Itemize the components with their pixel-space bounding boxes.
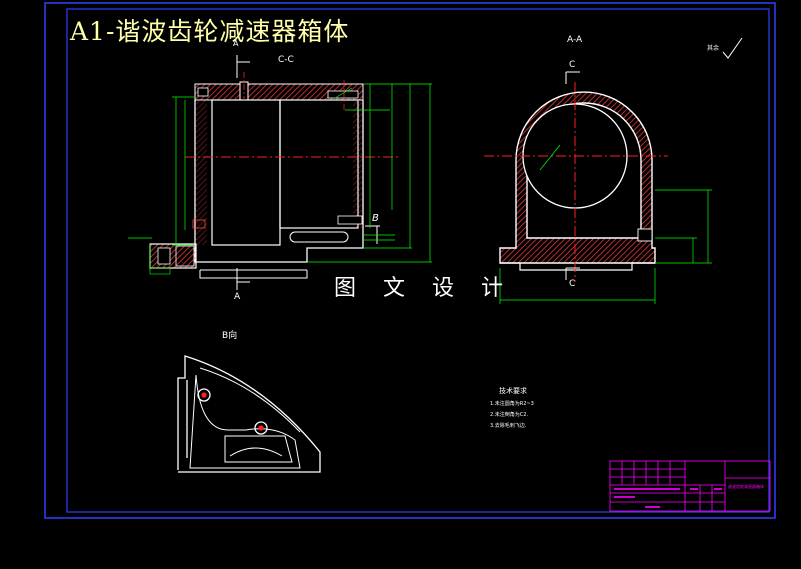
view-b-hole-2	[254, 421, 268, 435]
section-view-aa	[484, 37, 743, 282]
roughness-note: 其余	[707, 45, 720, 52]
title-block	[609, 460, 771, 512]
cut-mark-a-top: A	[233, 39, 239, 48]
title-block-part-name: 谐波齿轮减速器箱体	[728, 484, 764, 489]
left-flange-hatch	[149, 243, 197, 269]
tech-requirement-1: 1.未注圆角为R2~3	[490, 401, 534, 407]
dimensions-aa	[499, 144, 712, 304]
tech-requirement-3: 3.去除毛刺飞边.	[490, 423, 527, 429]
cut-mark-a-bottom: A	[234, 292, 241, 302]
view-b-hole-1	[197, 388, 211, 402]
section-view-cc	[149, 55, 400, 290]
outer-frame	[44, 2, 776, 519]
section-label-aa: A-A	[567, 35, 583, 45]
dimensions-cc	[128, 83, 432, 270]
tech-requirement-2: 2.未注倒角为C2.	[490, 412, 529, 418]
tech-requirements-heading: 技术要求	[499, 387, 527, 395]
drawing-title: A1-谐波齿轮减速器箱体	[70, 17, 350, 46]
cut-mark-c-top: C	[569, 60, 576, 70]
drawing-frame	[44, 2, 776, 519]
view-b-outline	[177, 355, 321, 473]
title-block-fill-text	[614, 488, 722, 508]
watermark: 图 文 设 计	[334, 276, 513, 301]
view-b	[177, 355, 321, 473]
section-label-cc: C-C	[278, 55, 294, 65]
cut-mark-c-bottom: C	[569, 279, 576, 289]
cut-mark-b: B	[372, 213, 379, 224]
inner-bore	[211, 99, 281, 246]
inner-frame	[66, 8, 770, 513]
view-label-b: B向	[222, 331, 238, 341]
